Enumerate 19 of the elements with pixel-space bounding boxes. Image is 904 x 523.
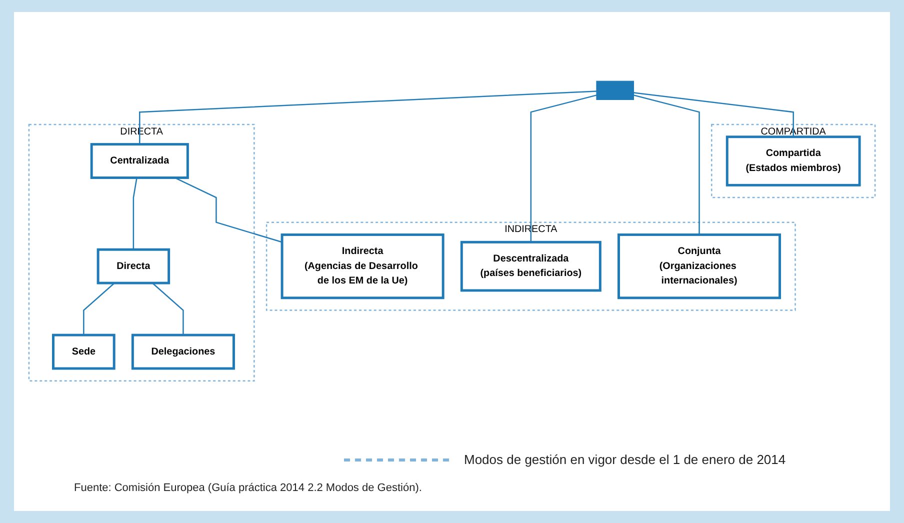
process-box: Delegaciones: [131, 334, 235, 370]
bus-bar: [596, 80, 634, 100]
process-box: Compartida (Estados miembros): [726, 136, 861, 186]
connector-line: [530, 94, 597, 242]
connector-line: [174, 177, 282, 243]
connector-line: [152, 282, 184, 336]
process-box: Sede: [52, 334, 116, 370]
process-box: Conjunta (Organizaciones internacionales): [618, 233, 782, 300]
connector-line: [139, 90, 597, 144]
connector-line: [634, 92, 794, 137]
caption: Fuente: Comisión Europea (Guía práctica 2014 2.2 Modos de Gestión).: [74, 482, 422, 494]
connector-line: [83, 282, 115, 336]
process-box: Directa: [96, 248, 170, 284]
process-box: Indirecta (Agencias de Desarrollo de los EM de la Ue): [280, 233, 444, 300]
process-box: Descentralizada (países beneficiarios): [460, 240, 602, 292]
connector-line: [132, 178, 138, 250]
process-box: Centralizada: [90, 143, 189, 179]
connector-line: [634, 94, 700, 235]
legend-text: Modos de gestión en vigor desde el 1 de enero de 2014: [464, 452, 786, 467]
